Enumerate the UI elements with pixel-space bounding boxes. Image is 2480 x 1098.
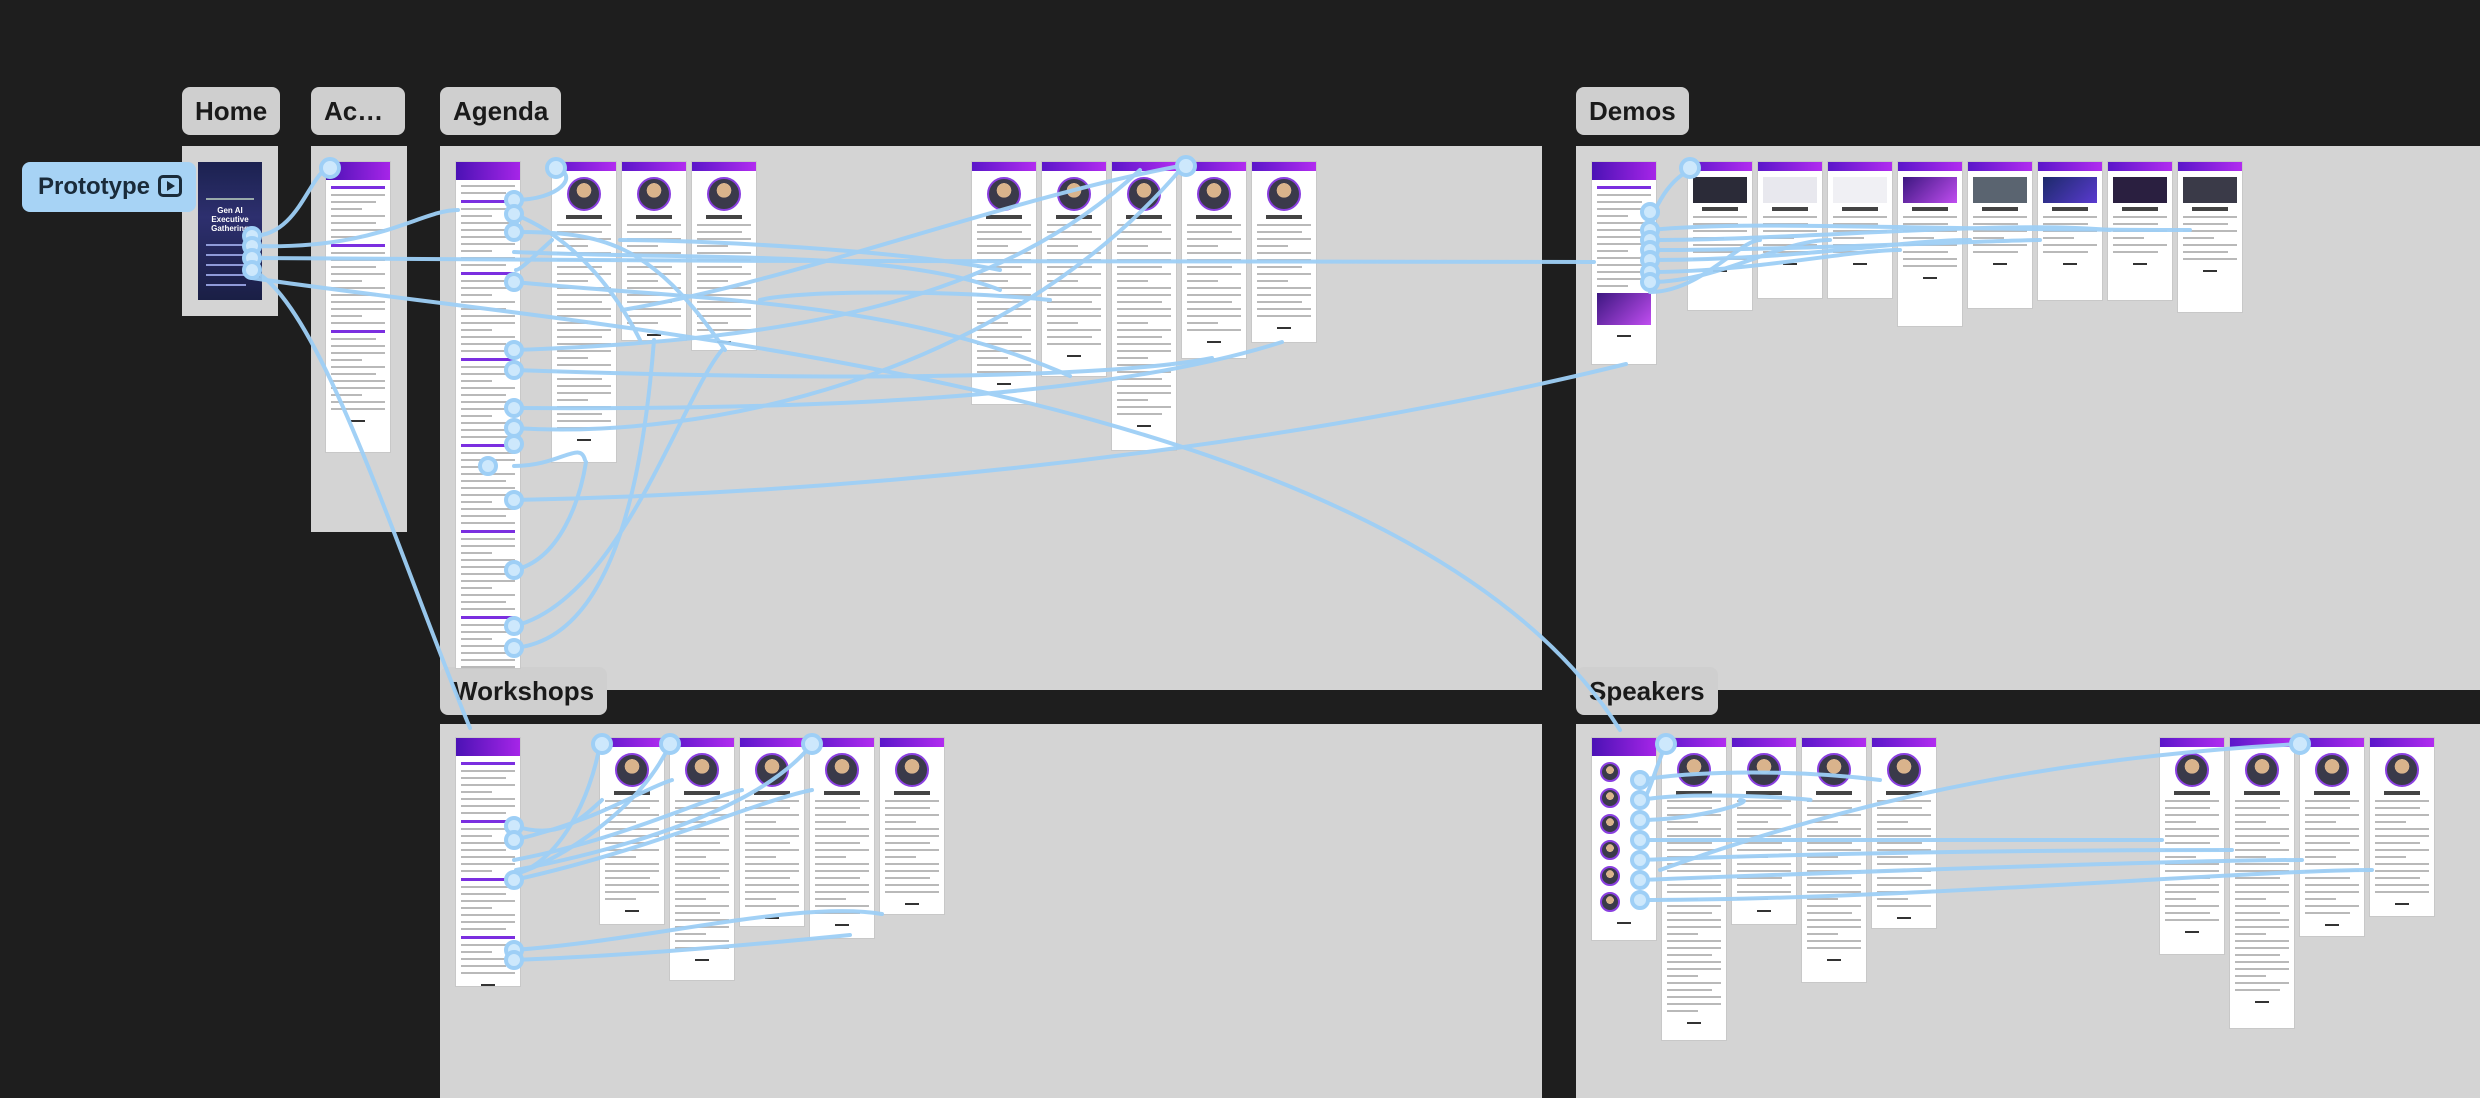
- prototype-flow-start[interactable]: Prototype: [22, 162, 196, 212]
- frame-page-title: [1592, 738, 1656, 756]
- frame-speaker-detail[interactable]: [1662, 738, 1726, 1040]
- section-label-demos[interactable]: Demos: [1576, 87, 1689, 135]
- speaker-avatar: [1057, 177, 1091, 211]
- section-label-workshops[interactable]: Workshops: [440, 667, 608, 715]
- frame-agenda-speaker[interactable]: [622, 162, 686, 340]
- speaker-avatar: [2315, 753, 2349, 787]
- home-nav-link[interactable]: [206, 254, 246, 256]
- speaker-avatar: [685, 753, 719, 787]
- speaker-avatar: [1817, 753, 1851, 787]
- prototype-label: Prototype: [38, 173, 151, 200]
- home-nav-link[interactable]: [206, 274, 246, 276]
- frame-demos[interactable]: [1592, 162, 1656, 364]
- frame-accessibility[interactable]: [326, 162, 390, 452]
- speaker-avatar: [1677, 753, 1711, 787]
- frame-workshop-speaker[interactable]: [670, 738, 734, 980]
- frame-workshop-speaker[interactable]: [810, 738, 874, 938]
- home-nav-link[interactable]: [206, 284, 246, 286]
- section-label-home[interactable]: Home: [182, 87, 281, 135]
- section-label-access[interactable]: Acce...: [311, 87, 405, 135]
- frame-workshop-speaker[interactable]: [600, 738, 664, 924]
- section-label-speakers[interactable]: Speakers: [1576, 667, 1718, 715]
- speaker-avatar: [825, 753, 859, 787]
- frame-page-title: [456, 738, 520, 756]
- speaker-avatar: [2175, 753, 2209, 787]
- frame-speaker-detail[interactable]: [2370, 738, 2434, 916]
- speaker-avatar: [1267, 177, 1301, 211]
- frame-page-title: [326, 162, 390, 180]
- home-nav-link[interactable]: [206, 244, 246, 246]
- frame-workshop-speaker[interactable]: [880, 738, 944, 914]
- speaker-avatar: [895, 753, 929, 787]
- home-title: Gen AI Executive Gathering: [211, 206, 249, 233]
- frame-page-title: [456, 162, 520, 180]
- home-subtitle-line: [206, 198, 254, 200]
- frame-workshops[interactable]: [456, 738, 520, 986]
- speaker-avatar: [615, 753, 649, 787]
- frame-demo-detail[interactable]: [2178, 162, 2242, 312]
- speaker-avatar: [1887, 753, 1921, 787]
- play-icon[interactable]: [158, 175, 182, 197]
- speaker-avatar: [567, 177, 601, 211]
- speaker-avatar: [2245, 753, 2279, 787]
- speaker-avatar: [1747, 753, 1781, 787]
- home-nav-link[interactable]: [206, 264, 246, 266]
- frame-page-title: [1592, 162, 1656, 180]
- frame-speaker-detail[interactable]: [2230, 738, 2294, 1028]
- frame-agenda-speaker[interactable]: [1252, 162, 1316, 342]
- frame-speaker-detail[interactable]: [2160, 738, 2224, 954]
- speaker-avatar: [707, 177, 741, 211]
- frame-demo-detail[interactable]: [1828, 162, 1892, 298]
- speaker-avatar: [637, 177, 671, 211]
- speaker-avatar: [2385, 753, 2419, 787]
- frame-speaker-detail[interactable]: [2300, 738, 2364, 936]
- frame-demo-detail[interactable]: [1968, 162, 2032, 308]
- speaker-avatar: [1197, 177, 1231, 211]
- frame-demo-detail[interactable]: [1688, 162, 1752, 310]
- section-label-agenda[interactable]: Agenda: [440, 87, 562, 135]
- frame-speaker-detail[interactable]: [1872, 738, 1936, 928]
